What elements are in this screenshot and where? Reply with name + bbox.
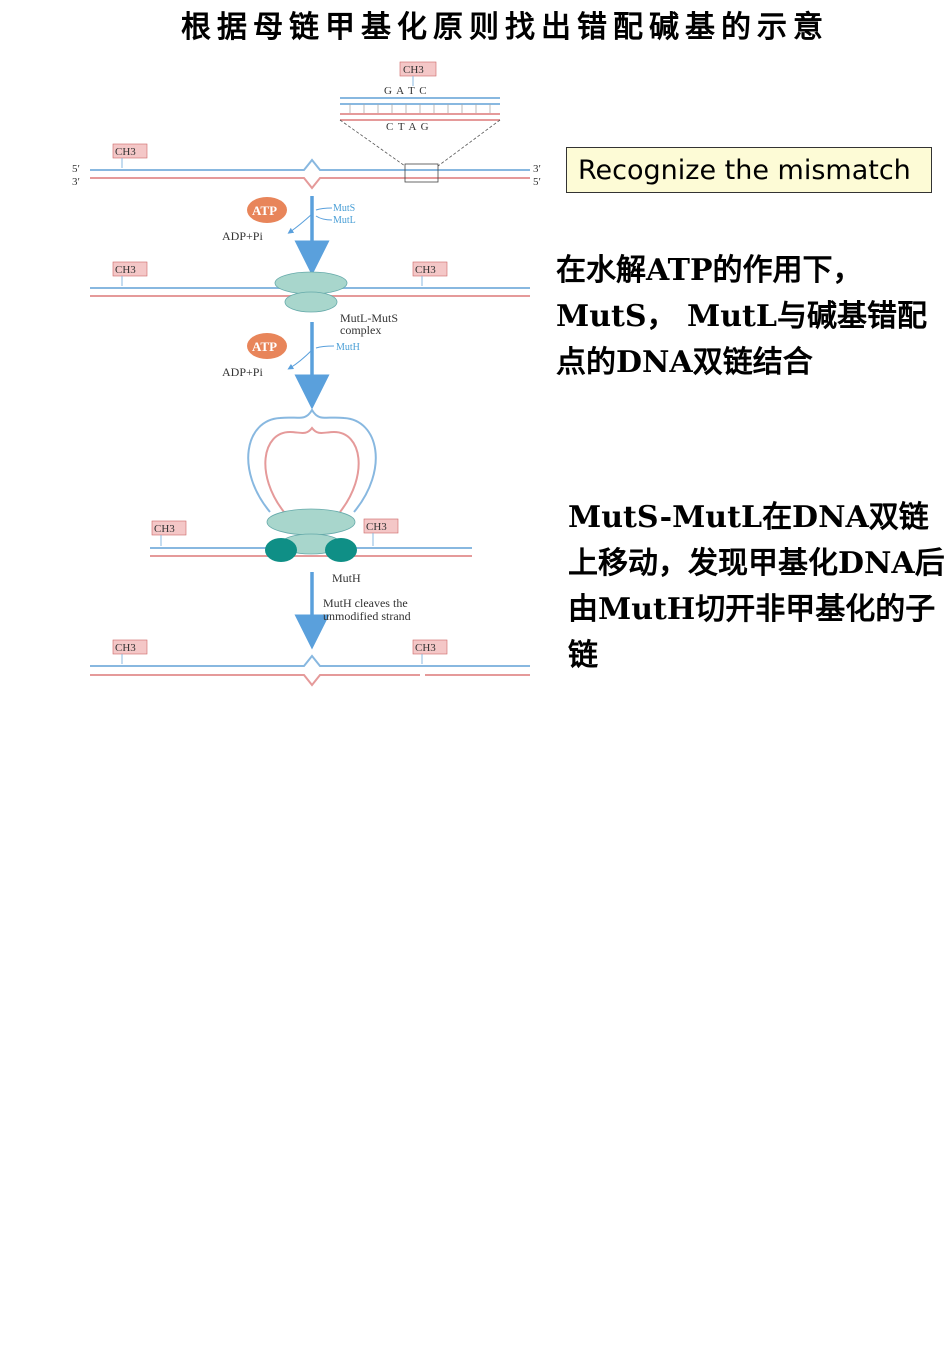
mutl-muts-protein (274, 271, 348, 295)
step-arrow-3: MutH cleaves the unmodified strand (294, 572, 411, 650)
dna-row-4: CH3 CH3 (90, 639, 530, 687)
end-3-top: 3′ (533, 163, 541, 175)
muth-label: MutH (332, 571, 361, 585)
cleave-label-2: unmodified strand (323, 609, 411, 623)
end-3-bottom: 3′ (72, 176, 80, 188)
muts-label: MutS (333, 203, 355, 214)
adp-label: ADP+Pi (222, 365, 263, 379)
ch3-label: CH3 (403, 64, 424, 76)
atp-label: ATP (252, 203, 277, 218)
note-atp-binding: 在水解ATP的作用下，MutS， MutL与碱基错配点的DNA双链结合 (556, 253, 927, 380)
ch3-label: CH3 (115, 642, 136, 654)
ch3-label: CH3 (115, 264, 136, 276)
dna-row-2: CH3 CH3 MutL-MutS complex (90, 261, 530, 337)
bottom-sequence: C T A G (386, 121, 430, 133)
dna-loop: CH3 CH3 MutH (150, 408, 472, 585)
cleave-label-1: MutH cleaves the (323, 596, 408, 610)
dna-row-1: CH3 5′ 3′ 3′ 5′ (72, 143, 541, 190)
atp-bubble-2 (247, 333, 287, 359)
muts-protein (284, 291, 338, 313)
note-muth-cleave: MutS-MutL在DNA双链上移动，发现甲基化DNA后由MutH切开非甲基化的… (568, 500, 945, 673)
zoom-inset: CH3 G A T C C T A G (339, 61, 501, 167)
recognize-mismatch-callout: Recognize the mismatch (566, 147, 932, 193)
muth-protein-right (325, 538, 357, 562)
end-5-top: 5′ (72, 163, 80, 175)
ch3-box (399, 61, 437, 77)
atp-label: ATP (252, 339, 277, 354)
complex-label-2: complex (340, 323, 381, 337)
ch3-label: CH3 (415, 642, 436, 654)
complex-label-1: MutL-MutS (340, 311, 398, 325)
ch3-label: CH3 (366, 521, 387, 533)
adp-label: ADP+Pi (222, 229, 263, 243)
step-arrow-1: ATP ADP+Pi MutS MutL (222, 196, 356, 276)
mutl-muts-complex (266, 508, 356, 536)
step-arrow-2: ATP ADP+Pi MutH (222, 322, 360, 410)
ch3-label: CH3 (415, 264, 436, 276)
atp-bubble-1 (247, 197, 287, 223)
page-title: 根据母链甲基化原则找出错配碱基的示意 (181, 10, 829, 45)
ch3-label: CH3 (115, 146, 136, 158)
end-5-bottom: 5′ (533, 176, 541, 188)
mutl-label: MutL (333, 215, 356, 226)
muth-small-label: MutH (336, 342, 360, 353)
ch3-label: CH3 (154, 523, 175, 535)
top-sequence: G A T C (384, 85, 428, 97)
muth-protein-left (265, 538, 297, 562)
